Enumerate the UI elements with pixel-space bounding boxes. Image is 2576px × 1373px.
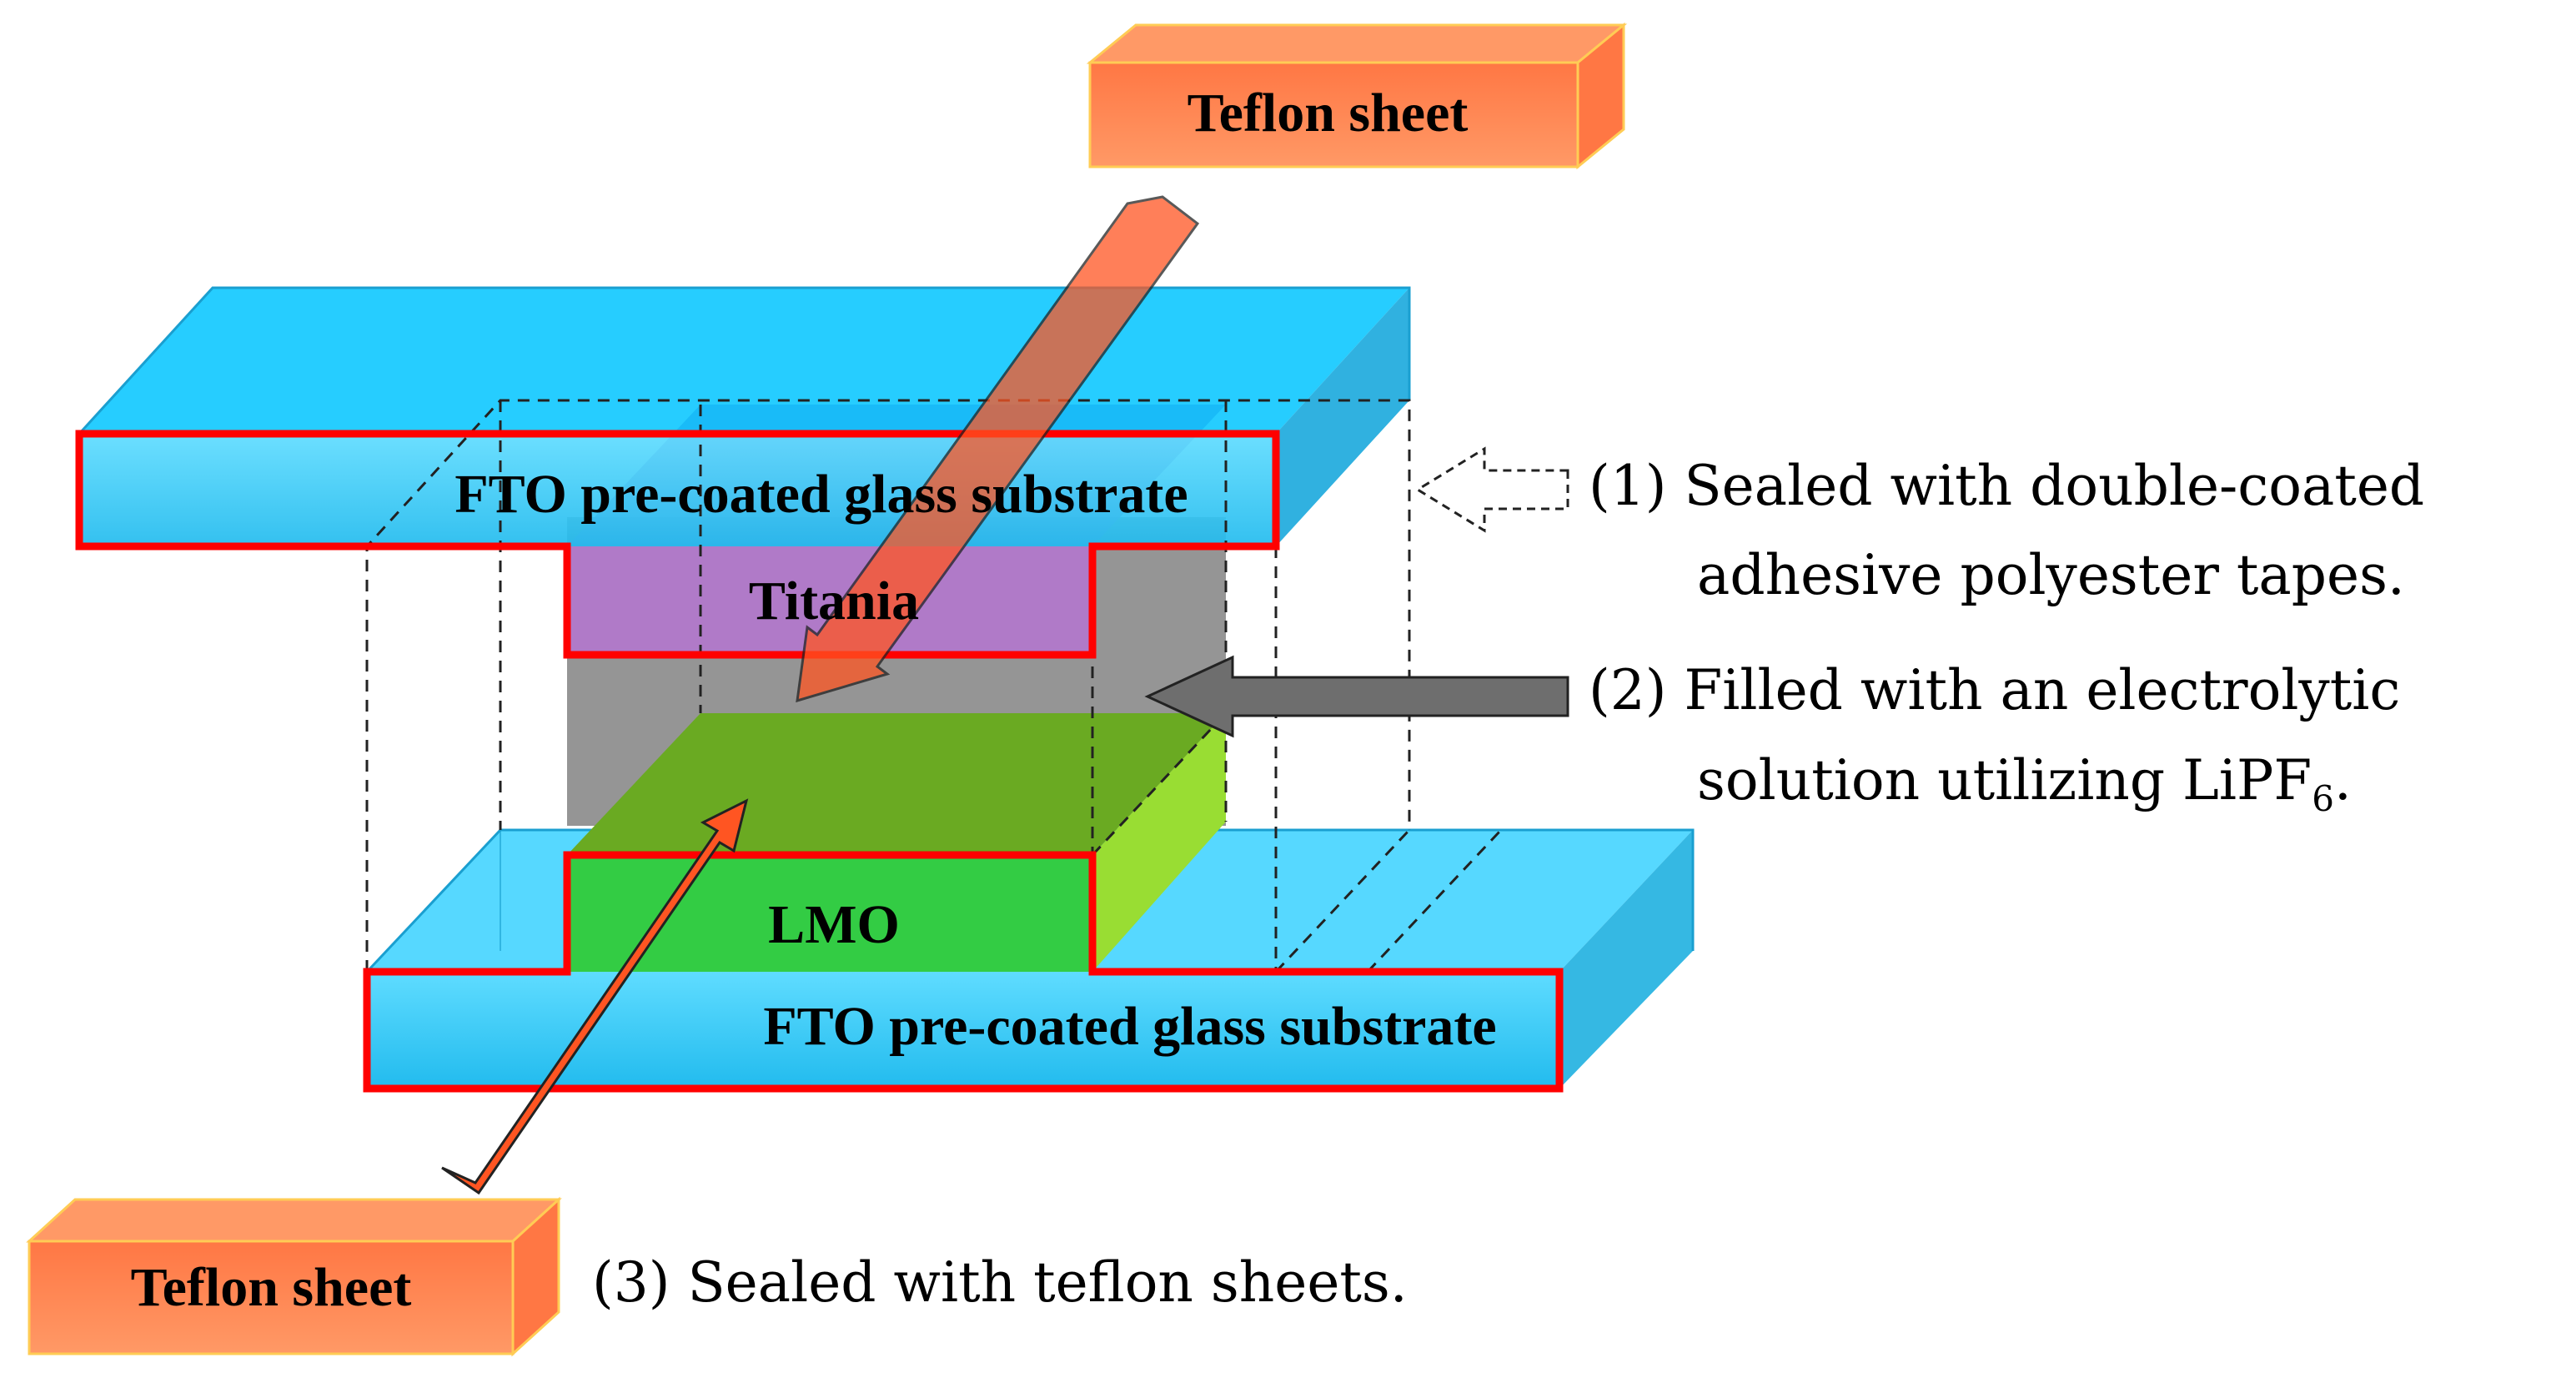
teflon-arrow-top [796, 195, 1200, 703]
fto-top-label: FTO pre-coated glass substrate [454, 464, 1188, 525]
teflon-bottom-label: Teflon sheet [131, 1257, 412, 1318]
step3-text: (3) Sealed with teflon sheets. [592, 1250, 1408, 1315]
fto-bottom-label: FTO pre-coated glass substrate [763, 996, 1496, 1057]
lmo-label: LMO [768, 894, 900, 955]
teflon-arrow-bottom [441, 798, 749, 1195]
step2-line2-end: . [2334, 748, 2352, 812]
step2-line2: solution utilizing LiPF6. [1697, 748, 2352, 819]
step2-line1: (2) Filled with an electrolytic [1589, 658, 2400, 722]
titania-label: Titania [749, 571, 919, 631]
teflon-sheet-top [1086, 22, 1628, 170]
electrolyte-arrow [1144, 655, 1569, 738]
seal-bottom-outline [363, 851, 1564, 1093]
seal-top-outline [75, 430, 1280, 659]
teflon-sheet-bottom [26, 1196, 562, 1357]
step2-line2-text: solution utilizing LiPF [1697, 748, 2312, 812]
step1-line2: adhesive polyester tapes. [1697, 543, 2405, 607]
teflon-top-label: Teflon sheet [1188, 83, 1469, 143]
step1-line1: (1) Sealed with double-coated [1589, 454, 2424, 518]
seal-dashed-arrow [1415, 446, 1569, 533]
step2-line2-subscript: 6 [2312, 778, 2334, 819]
